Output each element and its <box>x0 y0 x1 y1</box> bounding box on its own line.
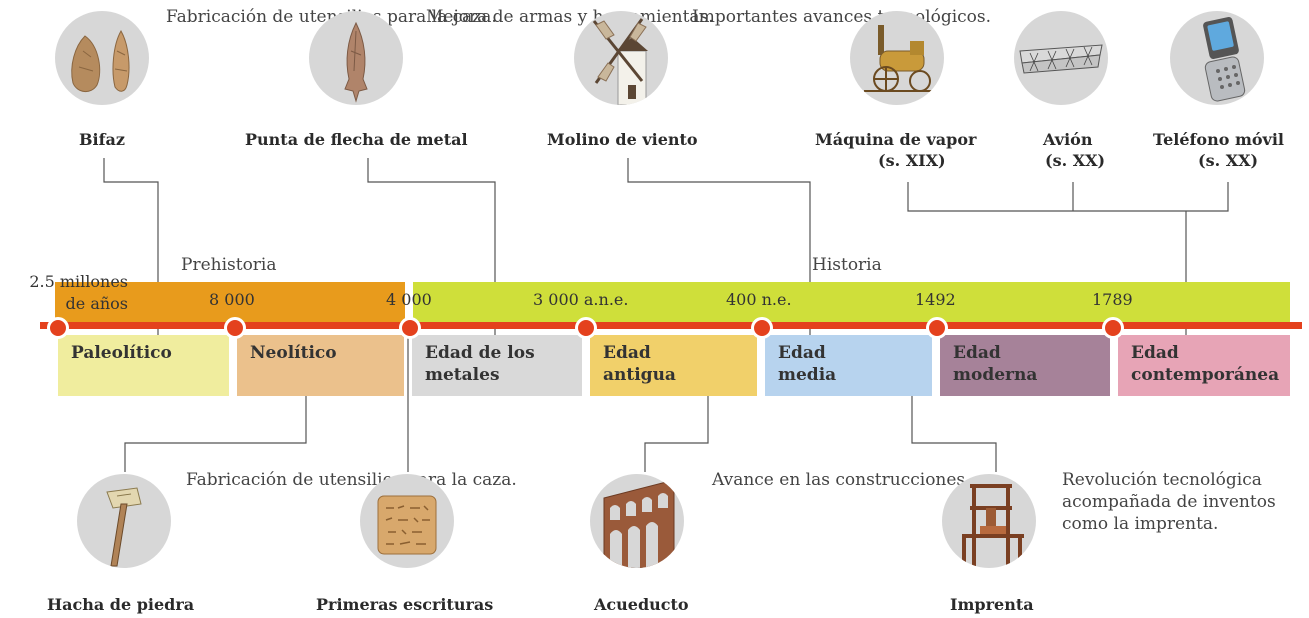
connector-molino <box>627 158 811 338</box>
hacha-label: Hacha de piedra <box>47 595 195 614</box>
maquina-vapor-image <box>850 11 944 105</box>
acueducto-label: Acueducto <box>594 595 689 614</box>
date-dot-400 <box>751 317 773 339</box>
stone-axe-icon <box>106 487 142 567</box>
imprenta-image <box>942 474 1036 568</box>
bifaz-image <box>55 11 149 105</box>
period-paleolitico: Paleolítico <box>58 335 229 396</box>
connector-hacha <box>124 386 307 472</box>
date-dot-3000 <box>575 317 597 339</box>
connector-bifaz <box>103 158 159 338</box>
acueducto-description: Avance en las construcciones. <box>712 470 971 490</box>
telefono-label: Teléfono móvil <box>1153 130 1284 149</box>
molino-image <box>574 11 668 105</box>
maquina-vapor-century: (s. XIX) <box>878 151 946 170</box>
punta-flecha-label: Punta de flecha de metal <box>245 130 468 149</box>
bifaz-icon <box>71 29 130 92</box>
era-prehistory-label: Prehistoria <box>181 255 277 275</box>
connector-imprenta <box>911 366 997 472</box>
steam-engine-icon <box>864 25 934 92</box>
date-dot-start <box>47 317 69 339</box>
period-neolitico: Neolítico <box>237 335 404 396</box>
date-label-1789: 1789 <box>1092 290 1133 309</box>
clay-tablet-icon <box>377 495 437 555</box>
telefono-image <box>1170 11 1264 105</box>
timeline-bar <box>40 322 1302 329</box>
airplane-icon <box>1019 44 1103 74</box>
period-edad-contemporanea: Edad contemporánea <box>1118 335 1290 396</box>
period-edad-media: Edad media <box>765 335 932 396</box>
molino-description: Importantes avances tecnológicos. <box>692 7 992 27</box>
hacha-image <box>77 474 171 568</box>
date-label-start: 2.5 millones de años <box>29 272 128 313</box>
arrowhead-icon <box>344 21 368 103</box>
date-dot-4000 <box>399 317 421 339</box>
printing-press-icon <box>962 484 1024 566</box>
era-history-label: Historia <box>812 255 882 275</box>
date-dot-1789 <box>1102 317 1124 339</box>
avion-label: Avión <box>1043 130 1093 149</box>
date-dot-8000 <box>224 317 246 339</box>
molino-label: Molino de viento <box>547 130 698 149</box>
imprenta-label: Imprenta <box>950 595 1034 614</box>
mobile-phone-icon <box>1203 17 1246 102</box>
date-label-8000: 8 000 <box>209 290 255 309</box>
aqueduct-icon <box>603 479 675 568</box>
date-label-3000: 3 000 a.n.e. <box>533 290 629 309</box>
hacha-description: Fabricación de utensilios para la caza. <box>186 470 517 490</box>
windmill-icon <box>592 18 648 105</box>
period-edad-metales: Edad de los metales <box>412 335 582 396</box>
maquina-vapor-label: Máquina de vapor <box>815 130 977 149</box>
period-edad-antigua: Edad antigua <box>590 335 757 396</box>
date-dot-1492 <box>926 317 948 339</box>
punta-flecha-image <box>309 11 403 105</box>
period-edad-moderna: Edad moderna <box>940 335 1110 396</box>
escrituras-label: Primeras escrituras <box>316 595 494 614</box>
date-label-400: 400 n.e. <box>726 290 792 309</box>
connector-modern-inventions <box>907 182 1229 212</box>
bifaz-label: Bifaz <box>79 130 125 149</box>
date-label-1492: 1492 <box>915 290 956 309</box>
connector-punta-flecha <box>367 158 496 338</box>
avion-image <box>1014 11 1108 105</box>
escrituras-image <box>360 474 454 568</box>
date-label-4000: 4 000 <box>386 290 432 309</box>
punta-flecha-description: Mejora de armas y herramientas. <box>426 7 714 27</box>
acueducto-image <box>590 474 684 568</box>
history-band <box>413 282 1290 326</box>
telefono-century: (s. XX) <box>1198 151 1259 170</box>
imprenta-description: Revolución tecnológica acompañada de inv… <box>1062 470 1276 534</box>
connector-acueducto <box>644 370 709 472</box>
avion-century: (s. XX) <box>1045 151 1106 170</box>
